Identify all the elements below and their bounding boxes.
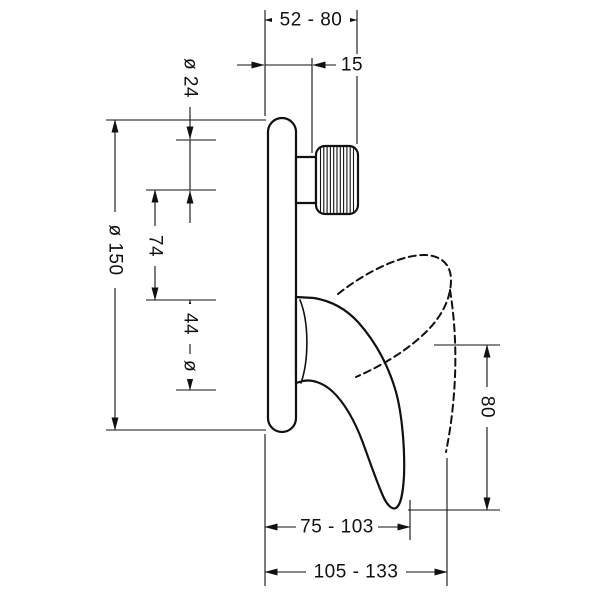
open-handle-swing-curve bbox=[445, 289, 457, 453]
open-handle-outline bbox=[337, 253, 453, 378]
lever-handle-open-dashed bbox=[337, 253, 457, 453]
handle-hub-contour bbox=[299, 299, 308, 384]
dimension-label-backgrounds bbox=[105, 9, 497, 583]
escutcheon-plate bbox=[266, 116, 298, 434]
dim-label-d24: ø 24 bbox=[180, 58, 201, 98]
dim-label-44: 44 bbox=[180, 313, 201, 335]
dim-label-15: 15 bbox=[341, 55, 363, 76]
dim-label-44-diameter-symbol: ø bbox=[180, 360, 201, 372]
dim-label-80: 80 bbox=[477, 396, 498, 418]
knob-knurling bbox=[319, 146, 355, 214]
dim-label-75-103: 75 - 103 bbox=[300, 517, 374, 538]
dimension-lines bbox=[106, 10, 500, 586]
dim-label-52-80: 52 - 80 bbox=[280, 10, 343, 31]
dim-label-d150: ø 150 bbox=[105, 224, 126, 275]
dim-label-105-133: 105 - 133 bbox=[314, 562, 399, 583]
knob-stem bbox=[294, 155, 318, 205]
dim-label-74: 74 bbox=[145, 235, 166, 257]
fixture-body bbox=[266, 116, 406, 510]
dimension-labels: 52 - 80 15 ø 24 ø 150 74 44 ø 80 75 - 10… bbox=[105, 10, 498, 583]
lever-handle-closed bbox=[294, 295, 406, 510]
